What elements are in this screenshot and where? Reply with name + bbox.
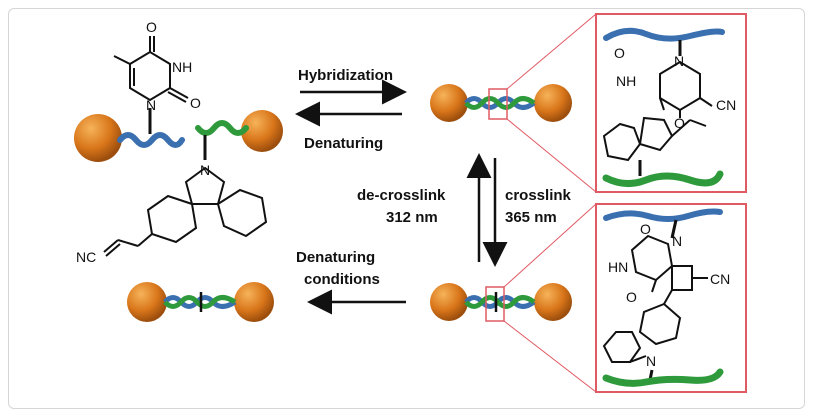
crosslink-arrows <box>466 153 508 267</box>
thymine-o-right: O <box>190 95 201 111</box>
thymine-o-top: O <box>146 19 157 35</box>
box-top-n: N <box>674 53 684 69</box>
crosslink-label: crosslink <box>505 187 572 204</box>
denaturing-conditions-label-2: conditions <box>304 271 380 288</box>
crosslink-wavelength: 365 nm <box>505 209 557 226</box>
bead-left <box>74 114 122 162</box>
left-unhybridized-strands: O NH O N N NC <box>74 19 283 265</box>
box-bot-n: N <box>672 233 682 249</box>
de-crosslink-wavelength: 312 nm <box>386 209 438 226</box>
crosslinked-duplex <box>430 283 572 322</box>
thymine-structure <box>113 36 189 103</box>
box-top-nh: NH <box>616 73 636 89</box>
box-bot-o2: O <box>626 289 637 305</box>
bead-right <box>241 110 283 152</box>
thymine-n: N <box>146 97 156 113</box>
zoom-box-top: O NH O N CN <box>595 13 747 193</box>
zoom-marker-top <box>488 88 508 120</box>
box-bot-hn: HN <box>608 259 628 275</box>
hybridization-arrows <box>295 79 407 127</box>
green-strand <box>195 120 249 136</box>
nitrile-nc: NC <box>76 249 96 265</box>
crosslinked-duplex-final <box>127 282 274 322</box>
denaturing-conditions-label-1: Denaturing <box>296 249 375 266</box>
hybridized-duplex <box>430 84 572 122</box>
carbazole-n: N <box>200 162 210 178</box>
blue-strand <box>117 132 185 148</box>
hybridization-label: Hybridization <box>298 67 393 84</box>
box-top-cn: CN <box>716 97 736 113</box>
box-bot-cn: CN <box>710 271 730 287</box>
box-top-o1: O <box>614 45 625 61</box>
carbazole-structure <box>103 166 268 257</box>
zoom-box-bottom: O N HN O CN N <box>595 203 747 393</box>
box-top-o2: O <box>674 115 685 131</box>
denaturing-label: Denaturing <box>304 135 383 152</box>
de-crosslink-label: de-crosslink <box>357 187 446 204</box>
box-bot-o1: O <box>640 221 651 237</box>
thymine-nh: NH <box>172 59 192 75</box>
zoom-marker-bottom <box>485 286 505 322</box>
box-bot-n2: N <box>646 353 656 369</box>
